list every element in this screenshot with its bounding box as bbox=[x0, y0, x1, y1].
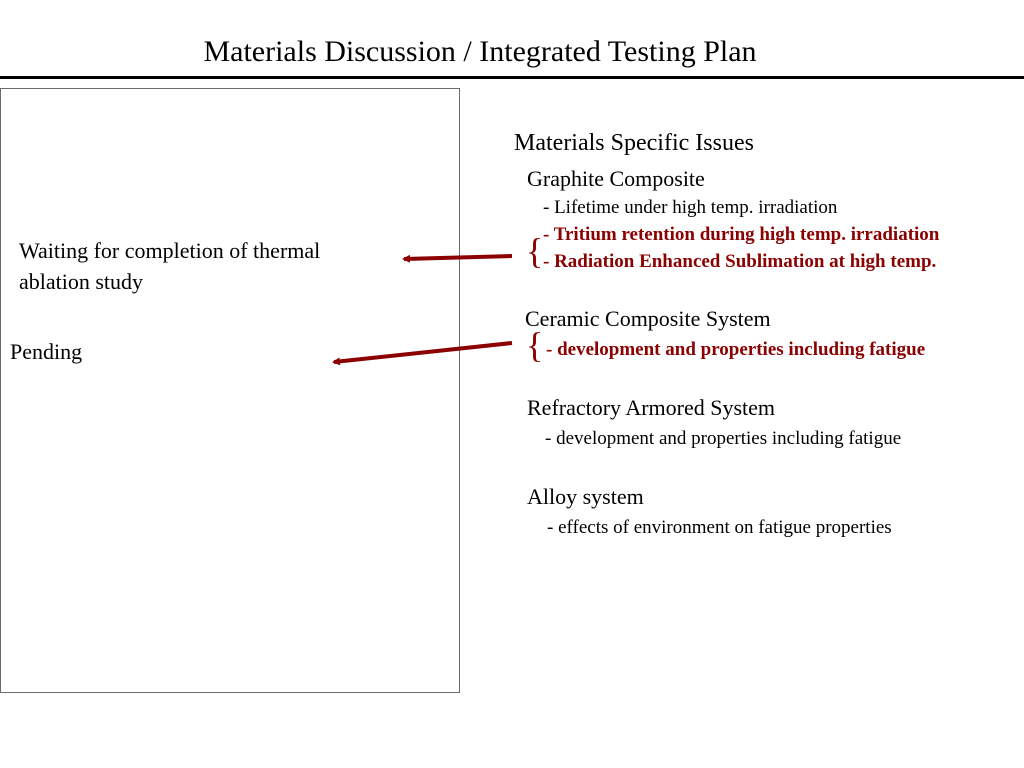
graphite-item-sublimation: - Radiation Enhanced Sublimation at high… bbox=[543, 251, 937, 272]
refractory-armored-heading: Refractory Armored System bbox=[527, 395, 776, 420]
alloy-system-heading: Alloy system bbox=[527, 484, 644, 509]
slide-title: Materials Discussion / Integrated Testin… bbox=[203, 35, 757, 68]
refractory-item-development: - development and properties including f… bbox=[545, 428, 902, 449]
thermal-ablation-note: Waiting for completion of thermal ablati… bbox=[19, 235, 320, 297]
graphite-composite-heading: Graphite Composite bbox=[527, 166, 705, 191]
note-line-1: Waiting for completion of thermal bbox=[19, 238, 321, 263]
graphite-item-tritium: - Tritium retention during high temp. ir… bbox=[543, 224, 940, 245]
materials-issues-heading: Materials Specific Issues bbox=[514, 130, 754, 156]
arrow-to-pending bbox=[332, 341, 513, 366]
alloy-item-environment: - effects of environment on fatigue prop… bbox=[547, 517, 892, 538]
ceramic-item-development: - development and properties including f… bbox=[546, 339, 926, 360]
left-panel bbox=[0, 88, 460, 693]
ceramic-brace: { bbox=[526, 325, 544, 365]
graphite-item-lifetime: - Lifetime under high temp. irradiation bbox=[543, 197, 838, 218]
arrow-to-thermal-note bbox=[402, 254, 513, 263]
note-line-2: ablation study bbox=[19, 269, 144, 294]
graphite-brace: { bbox=[526, 231, 544, 271]
ceramic-composite-heading: Ceramic Composite System bbox=[525, 306, 771, 331]
title-divider bbox=[0, 76, 1024, 79]
pending-label: Pending bbox=[10, 339, 83, 364]
